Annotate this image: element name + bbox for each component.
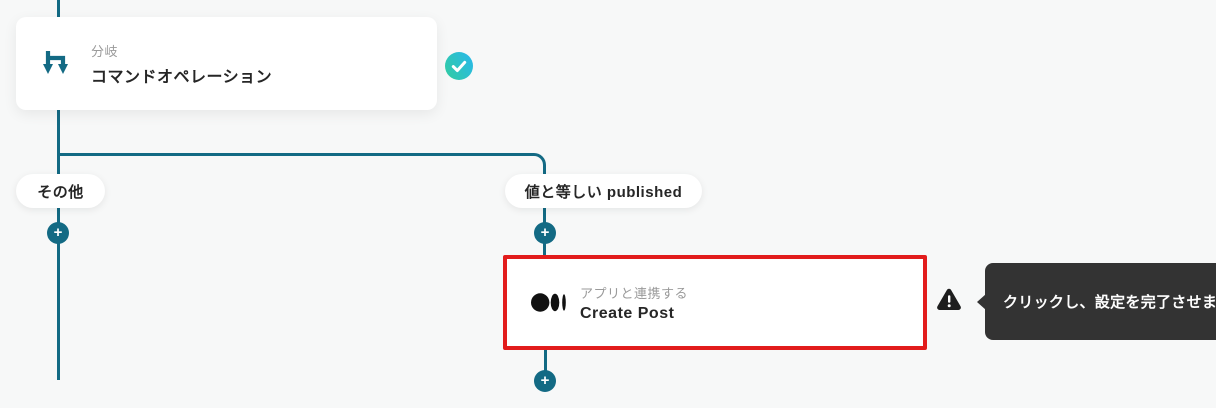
warning-icon: [936, 288, 962, 313]
app-node-title: Create Post: [580, 304, 675, 322]
plus-icon: +: [53, 224, 63, 241]
create-post-node[interactable]: アプリと連携する Create Post: [503, 255, 927, 350]
branch-operation-node[interactable]: 分岐 コマンドオペレーション: [16, 17, 437, 110]
add-step-button-right-branch[interactable]: +: [534, 222, 556, 244]
add-step-button-left-branch[interactable]: +: [47, 222, 69, 244]
connector-line-right-branch: [57, 153, 546, 255]
tooltip-text: クリックし、設定を完了させましょう: [1003, 294, 1216, 311]
branch-condition-other-label: その他: [37, 183, 84, 201]
add-step-button-below-app-node[interactable]: +: [534, 370, 556, 392]
branch-node-title: コマンドオペレーション: [91, 68, 273, 86]
medium-logo-icon: [531, 293, 568, 312]
branch-split-icon: [43, 50, 68, 77]
plus-icon: +: [540, 224, 550, 241]
setup-tooltip: クリックし、設定を完了させましょう: [977, 263, 1216, 340]
plus-icon: +: [540, 372, 550, 389]
branch-condition-other[interactable]: その他: [16, 174, 105, 208]
branch-condition-published[interactable]: 値と等しい published: [505, 174, 702, 208]
connector-line-top: [57, 0, 60, 20]
app-node-type-label: アプリと連携する: [580, 285, 689, 301]
check-icon: [445, 52, 473, 80]
connector-line-below-app-node: [544, 348, 547, 381]
branch-condition-published-label: 値と等しい published: [524, 183, 683, 201]
tooltip-arrow: [977, 293, 986, 310]
branch-node-type-label: 分岐: [91, 43, 119, 59]
